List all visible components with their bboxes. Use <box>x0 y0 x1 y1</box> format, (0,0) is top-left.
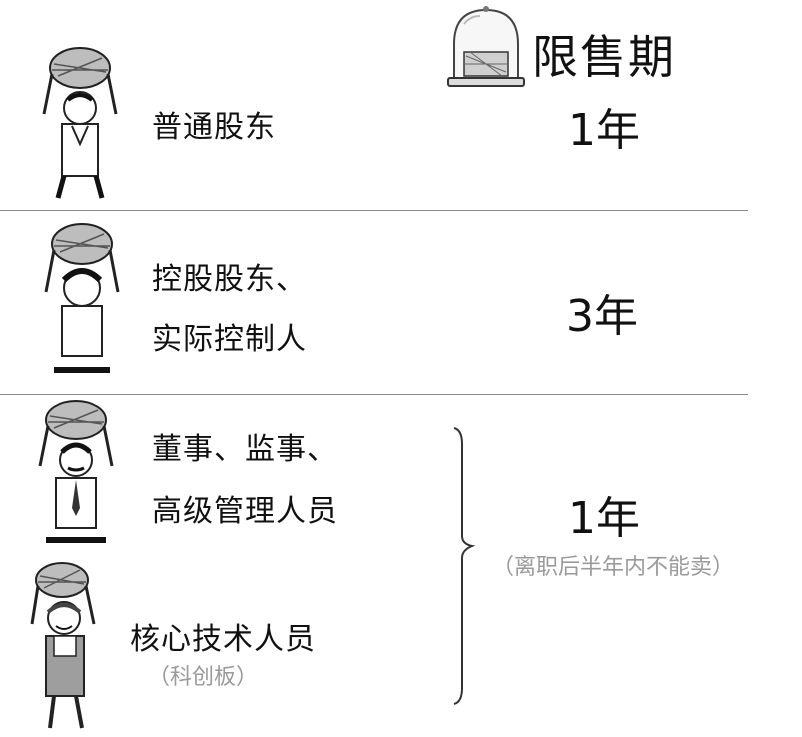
row-controlling-shareholder-period: 3年 <box>566 291 638 342</box>
row-core-technical-note: （科创板） <box>148 665 259 690</box>
row-controlling-shareholder-label-line2: 实际控制人 <box>152 322 307 357</box>
row-directors-label-line1: 董事、监事、 <box>152 432 338 467</box>
figure-controlling-shareholder <box>40 220 124 378</box>
brace-bracket <box>446 426 486 708</box>
glass-dome-money-icon <box>446 4 526 90</box>
figure-core-technical-staff <box>26 560 106 732</box>
grouped-note: （离职后半年内不能卖） <box>492 555 735 580</box>
row-core-technical-label: 核心技术人员 <box>130 622 316 657</box>
row-ordinary-shareholder-period: 1年 <box>568 105 640 156</box>
grouped-period: 1年 <box>568 493 640 544</box>
divider-1 <box>0 210 748 211</box>
figure-directors-supervisors <box>34 398 118 548</box>
divider-2 <box>0 394 748 395</box>
row-ordinary-shareholder-label: 普通股东 <box>152 110 276 145</box>
row-controlling-shareholder-label-line1: 控股股东、 <box>152 262 307 297</box>
row-directors-label-line2: 高级管理人员 <box>152 494 338 529</box>
header-title: 限售期 <box>532 30 676 84</box>
figure-ordinary-shareholder <box>38 44 122 202</box>
